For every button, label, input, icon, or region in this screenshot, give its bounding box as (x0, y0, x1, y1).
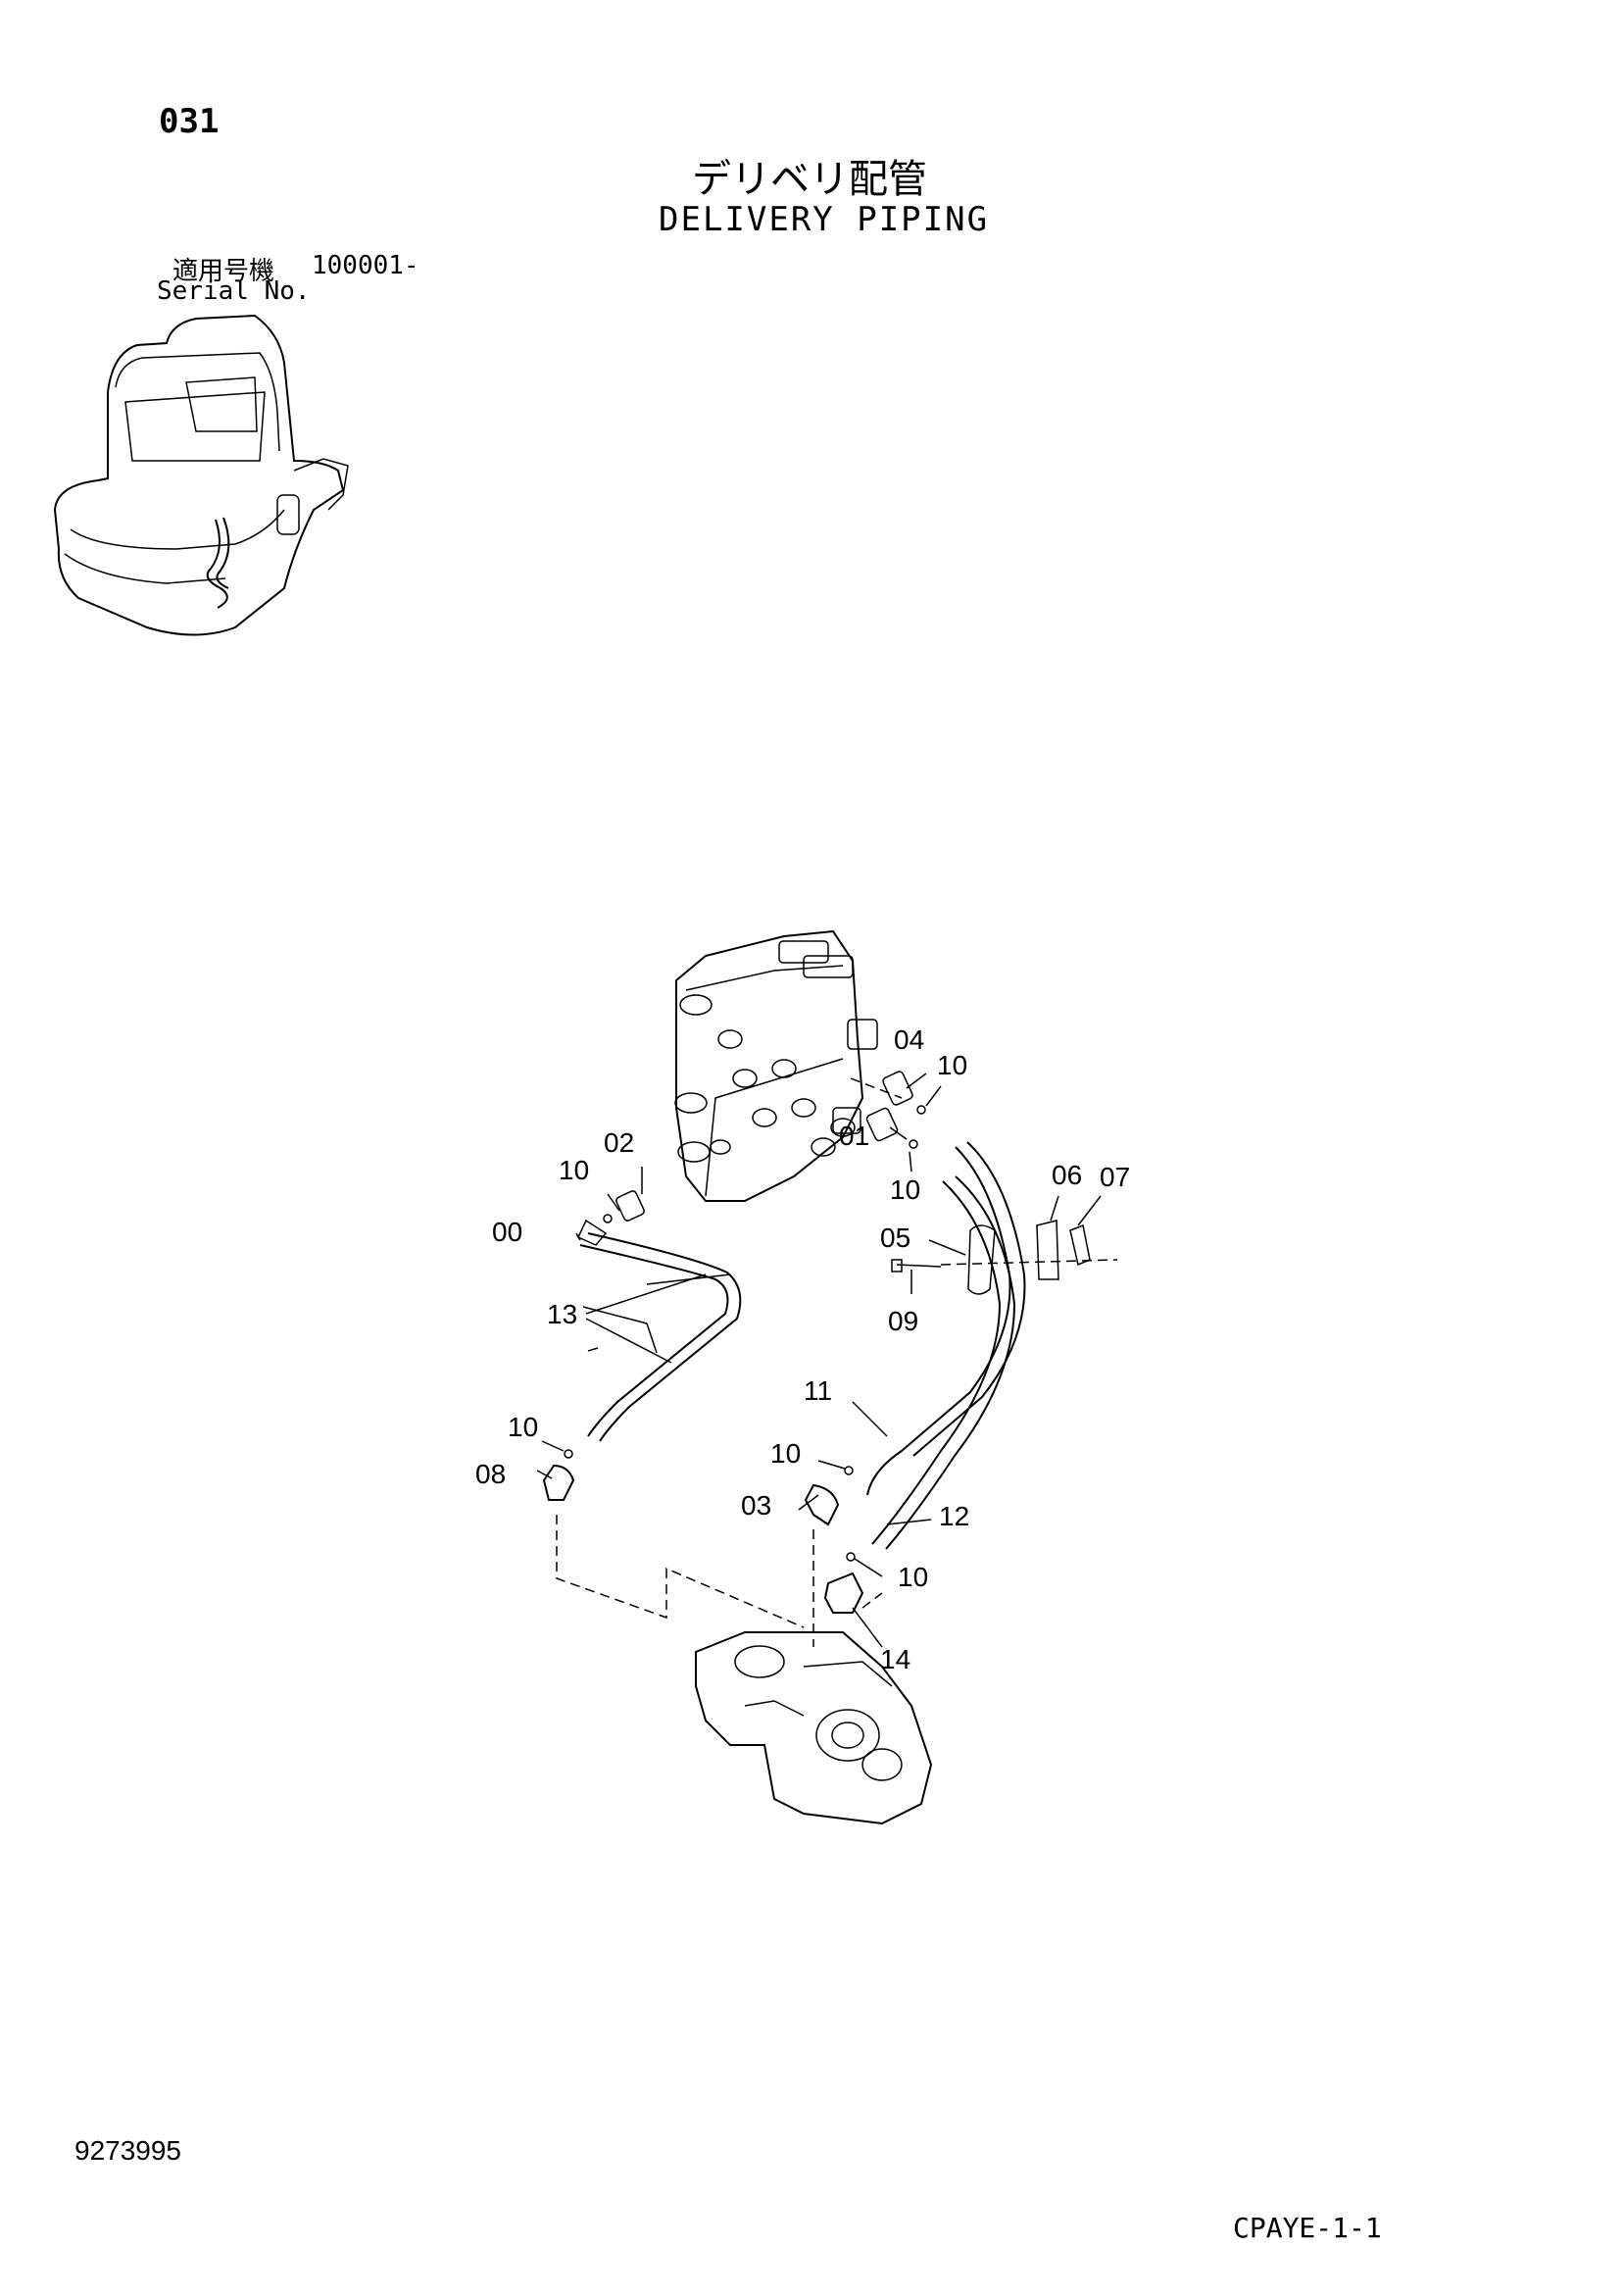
document-number: 9273995 (74, 2135, 182, 2166)
serial-range: 100001- (312, 251, 419, 280)
callout-14: 14 (880, 1644, 910, 1674)
callout-09: 09 (888, 1306, 918, 1336)
callout-07: 07 (1100, 1162, 1130, 1192)
callout-06: 06 (1052, 1160, 1082, 1190)
fittings (542, 1071, 1091, 1614)
callout-05: 05 (880, 1223, 910, 1253)
callout-11: 11 (804, 1375, 832, 1406)
hydraulic-pump (695, 1631, 933, 1825)
callout-10-mid-right: 10 (890, 1174, 920, 1205)
callout-12: 12 (939, 1501, 969, 1531)
callout-labels: 00 01 02 03 04 05 06 07 08 09 10 10 10 1… (475, 1024, 1130, 1674)
title-japanese: デリベリ配管 (692, 157, 927, 202)
callout-01: 01 (839, 1121, 869, 1151)
callout-10-upper-right: 10 (937, 1050, 967, 1080)
title-english: DELIVERY PIPING (659, 200, 990, 239)
callout-10-lower-right: 10 (898, 1562, 928, 1592)
control-valve (674, 929, 878, 1202)
callout-04: 04 (894, 1024, 924, 1055)
leader-lines (536, 1073, 1102, 1648)
callout-13: 13 (547, 1299, 577, 1329)
sheet-code: CPAYE-1-1 (1233, 2212, 1382, 2244)
serial-label-english: Serial No. (157, 276, 311, 306)
callout-03: 03 (741, 1490, 771, 1521)
page-number: 031 (159, 102, 220, 141)
callout-10-upper-left: 10 (559, 1155, 589, 1185)
callout-10-lower-left: 10 (508, 1412, 538, 1442)
assembly-guide-lines (556, 1077, 1118, 1647)
callout-00: 00 (492, 1217, 522, 1247)
serial-label-japanese: 適用号機 (172, 257, 275, 286)
machine-locator-illustration (53, 314, 349, 636)
hoses (579, 1141, 1026, 1550)
callout-10-lower-mid: 10 (770, 1438, 801, 1469)
callout-02: 02 (604, 1127, 634, 1158)
callout-08: 08 (475, 1459, 506, 1489)
